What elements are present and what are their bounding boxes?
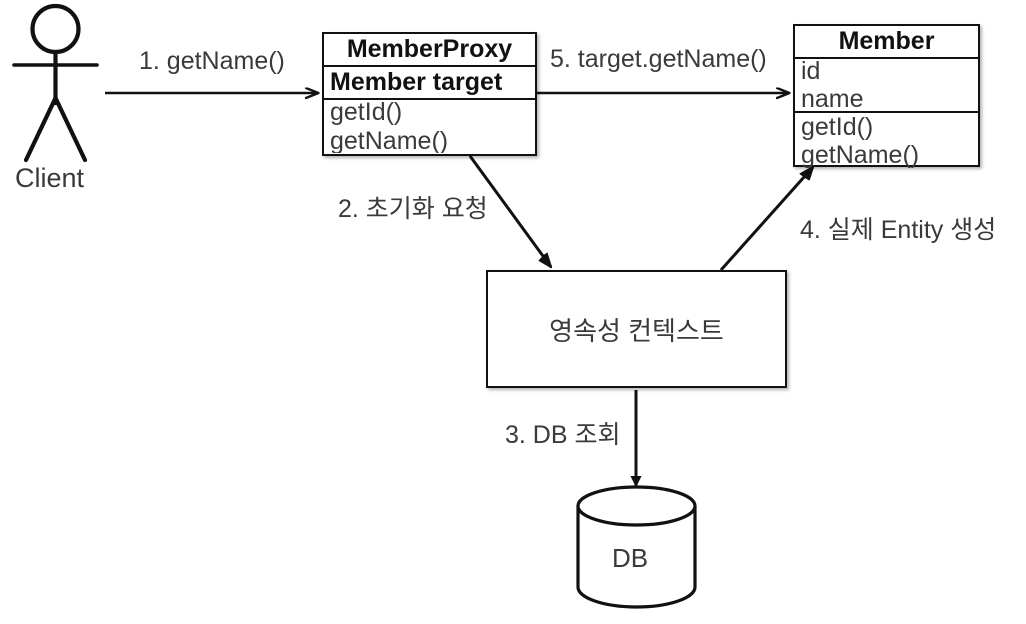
- database-cylinder-icon: [576, 485, 697, 609]
- node-database-label: DB: [612, 543, 649, 573]
- class-attribute: name: [801, 85, 864, 113]
- class-method: getName(): [330, 126, 449, 154]
- actor-label-client: Client: [15, 163, 85, 193]
- class-attribute: id: [801, 59, 821, 85]
- class-attribute-member-proxy: Member target: [324, 67, 535, 100]
- class-box-member-proxy[interactable]: MemberProxy Member target getId() getNam…: [322, 32, 537, 156]
- edge-label-5: 5. target.getName(): [550, 45, 767, 73]
- edge-label-3: 3. DB 조회: [505, 421, 621, 449]
- class-box-member[interactable]: Member id name getId() getName(): [793, 24, 980, 169]
- class-title-member: Member: [795, 26, 978, 59]
- edge-label-1: 1. getName(): [139, 47, 285, 75]
- edge-label-4: 4. 실제 Entity 생성: [800, 216, 997, 244]
- class-title-member-proxy: MemberProxy: [324, 34, 535, 67]
- class-method: getName(): [801, 141, 920, 169]
- node-persistence-context[interactable]: 영속성 컨텍스트: [486, 270, 787, 388]
- stick-figure-actor-icon: [12, 3, 99, 163]
- class-attributes-member: id name: [795, 59, 978, 113]
- edge-4-line: [719, 167, 813, 271]
- class-methods-member-proxy: getId() getName(): [324, 100, 535, 153]
- edge-2-line: [468, 155, 553, 267]
- class-method: getId(): [801, 113, 874, 141]
- class-methods-member: getId() getName(): [795, 113, 978, 169]
- edge-label-2: 2. 초기화 요청: [338, 195, 488, 223]
- class-method: getId(): [330, 100, 403, 126]
